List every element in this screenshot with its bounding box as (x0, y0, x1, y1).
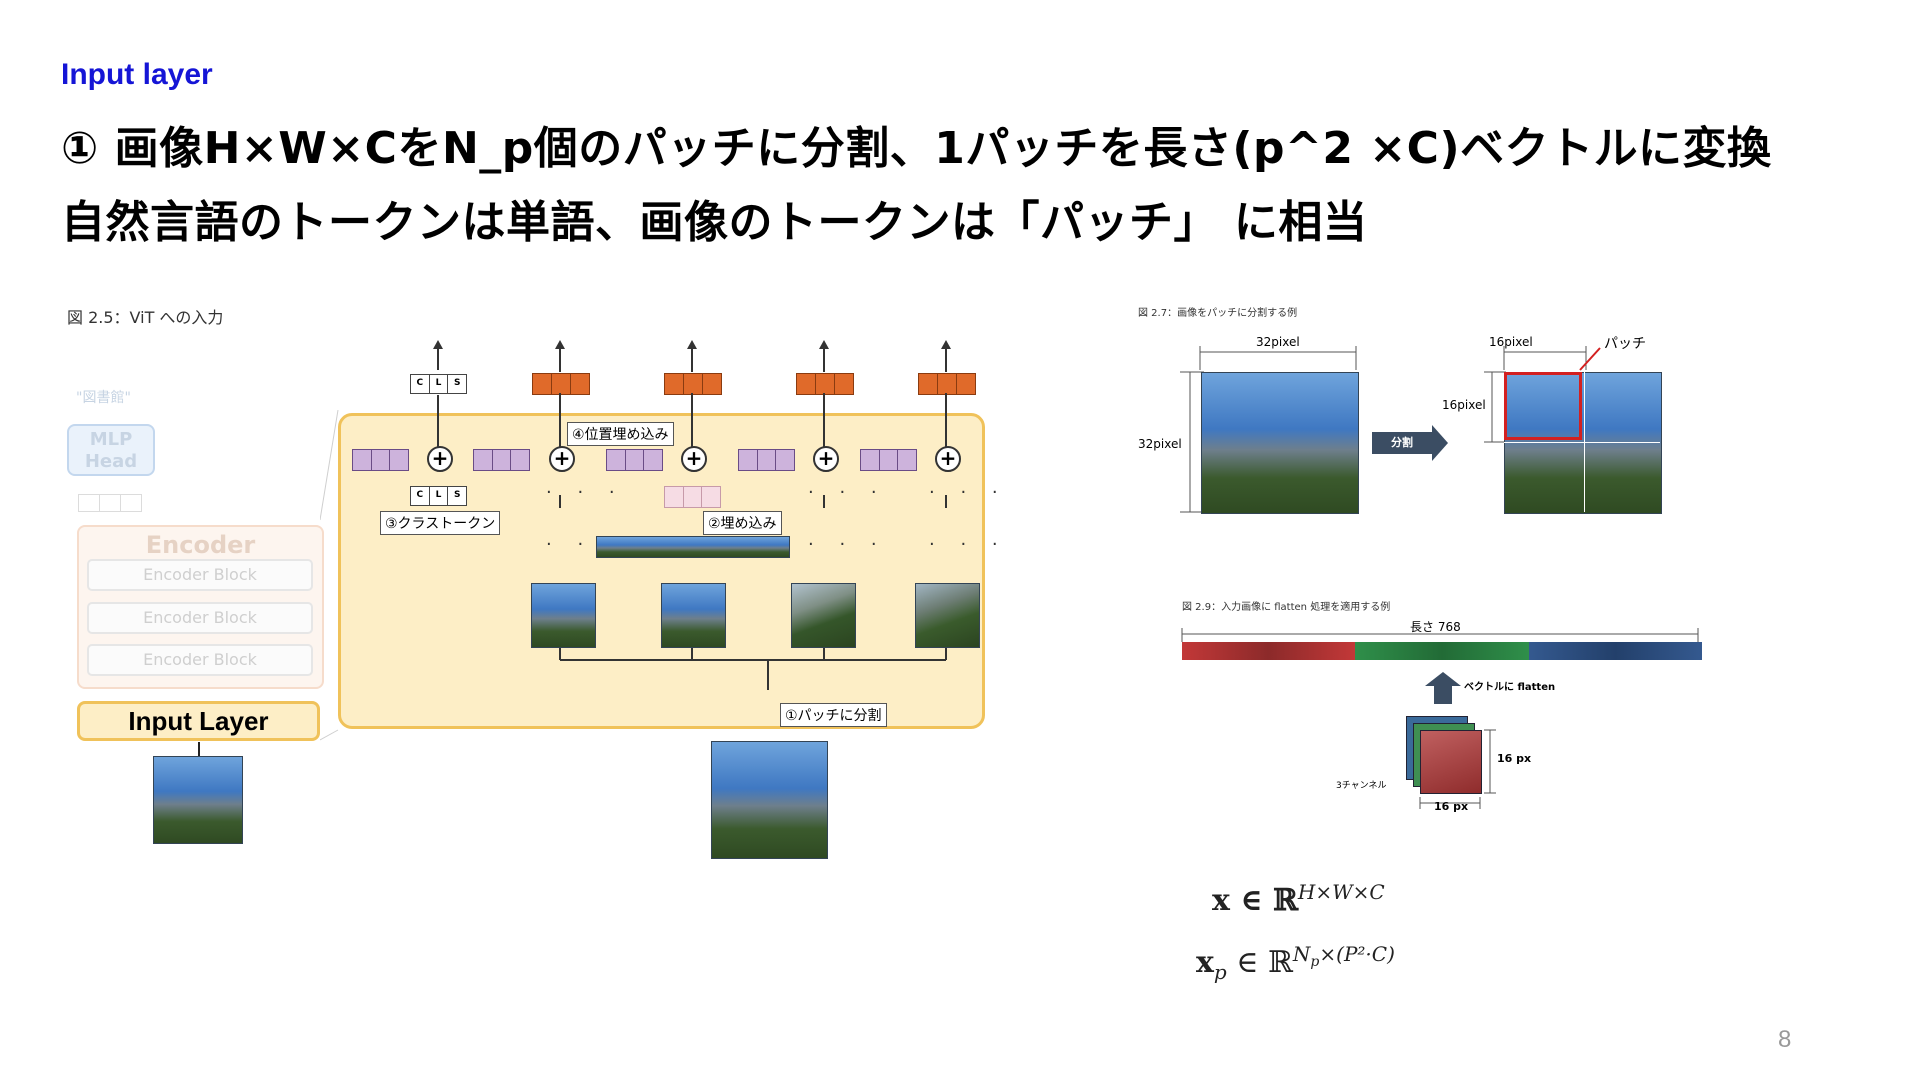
encoder-block-1: Encoder Block (87, 559, 313, 591)
cls-letter-c: C (411, 375, 430, 393)
eq2-rel: ∈ ℝ (1226, 945, 1293, 980)
zoom-lines (320, 410, 339, 741)
input-image-large (711, 741, 828, 859)
dots-2: · · · (808, 482, 887, 503)
output-label: "図書館" (76, 390, 131, 406)
plus-icon-4: + (813, 446, 839, 472)
eq2-sub: p (1213, 960, 1227, 984)
length-label: 長さ 768 (1410, 620, 1461, 634)
dots-1: · · · (546, 482, 625, 503)
pos-vector-1 (352, 449, 409, 471)
eq2-lhs: x (1196, 945, 1214, 980)
mlp-head-box: MLP Head (67, 424, 155, 476)
mlp-head-label: MLP Head (84, 429, 138, 472)
length-line (1181, 628, 1699, 642)
cls-token-c: C (411, 487, 430, 505)
encoder-block-2: Encoder Block (87, 602, 313, 634)
equation-1: x ∈ ℝH×W×C (1212, 880, 1385, 918)
patch-height-label: 16pixel (1442, 398, 1486, 412)
flattened-vector (1182, 642, 1702, 660)
pos-vector-5 (860, 449, 917, 471)
plus-icon-1: + (427, 446, 453, 472)
input-layer-box: Input Layer (77, 701, 320, 741)
split-tag: ①パッチに分割 (780, 703, 887, 727)
cls-token-box: C L S (410, 486, 467, 506)
height-label: 32pixel (1138, 437, 1182, 451)
patch-tile-4 (915, 583, 980, 648)
whole-image (1201, 372, 1359, 514)
patch-tile-3 (791, 583, 856, 648)
split-arrow: 分割 (1372, 432, 1432, 454)
patch-tile-1 (531, 583, 596, 648)
input-image-small (153, 756, 243, 844)
pos-vector-4 (738, 449, 795, 471)
dots-6: · · · (929, 534, 1008, 555)
flattened-strip (596, 536, 790, 558)
patch-grid-h (1504, 442, 1660, 443)
eq1-lhs: x ∈ ℝ (1212, 883, 1298, 918)
headline-2: 自然言語のトークンは単語、画像のトークンは「パッチ」 に相当 (61, 197, 1368, 248)
pos-embed-tag: ④位置埋め込み (567, 422, 674, 446)
width-label: 32pixel (1256, 335, 1300, 349)
headline-1: ① 画像H×W×CをN_p個のパッチに分割、1パッチを長さ(p^2 ×C)ベクト… (61, 123, 1772, 174)
cls-token-tag: ③クラストークン (380, 511, 501, 535)
plus-icon-2: + (549, 446, 575, 472)
patch-label: パッチ (1604, 336, 1646, 352)
pos-vector-3 (606, 449, 663, 471)
cls-token-s: S (453, 490, 461, 500)
eq2-sup: N (1292, 942, 1311, 966)
section-label: Input layer (61, 58, 213, 91)
cls-output-box: C L S (410, 374, 467, 394)
dots-3: · · · (929, 482, 1008, 503)
flatten-arrow-head (1425, 672, 1461, 686)
flatten-arrow (1434, 686, 1452, 704)
channel-width-label: 16 px (1434, 800, 1469, 813)
page-number: 8 (1778, 1026, 1792, 1053)
equation-2: xp ∈ ℝNp×(P²·C) (1196, 942, 1395, 984)
channel-dimension-lines (1419, 729, 1496, 809)
input-arrow (198, 742, 200, 760)
plus-icon-5: + (935, 446, 961, 472)
flatten-figure-caption: 図 2.9：入力画像に flatten 処理を適用する例 (1182, 602, 1391, 613)
output-vector-4 (918, 373, 976, 395)
dots-5: · · · (808, 534, 887, 555)
cls-token-l: L (430, 487, 449, 505)
faded-cls-box (78, 494, 142, 512)
flatten-label: ベクトルに flatten (1464, 682, 1556, 693)
patch-tile-2 (661, 583, 726, 648)
split-arrow-head (1432, 425, 1448, 461)
output-vector-3 (796, 373, 854, 395)
encoder-label: Encoder (145, 531, 256, 559)
encoder-block-3: Encoder Block (87, 644, 313, 676)
eq2-sup-sub: p (1310, 954, 1320, 970)
embed-vector (664, 486, 721, 508)
patch-dimension-lines (1180, 346, 1601, 513)
vit-figure-caption: 図 2.5：ViT への入力 (67, 308, 224, 327)
pos-vector-2 (473, 449, 530, 471)
channels-label: 3チャンネル (1336, 781, 1387, 791)
patch-width-label: 16pixel (1489, 335, 1533, 349)
eq1-sup: H×W×C (1297, 880, 1385, 904)
patch-figure-caption: 図 2.7：画像をパッチに分割する例 (1138, 308, 1298, 319)
cls-letter-l: L (430, 375, 449, 393)
embed-tag: ②埋め込み (703, 511, 782, 535)
channel-height-label: 16 px (1497, 752, 1532, 765)
plus-icon-3: + (681, 446, 707, 472)
cls-letter-s: S (453, 378, 461, 388)
highlighted-patch (1504, 372, 1582, 440)
patched-image (1504, 372, 1662, 514)
eq2-sup-rest: ×(P²·C) (1319, 942, 1395, 966)
channel-red (1420, 730, 1482, 794)
